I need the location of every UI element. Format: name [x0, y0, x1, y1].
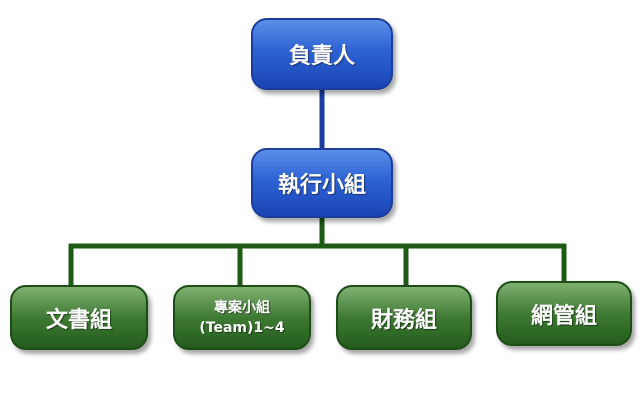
node-head-label: 負責人	[288, 44, 355, 69]
node-finance-team: 財務組	[336, 285, 472, 350]
node-network-team: 網管組	[496, 281, 632, 346]
node-finance-team-label: 財務組	[370, 307, 437, 333]
node-documents-team-label: 文書組	[45, 307, 112, 333]
node-network-team-label: 網管組	[530, 303, 597, 329]
node-exec-group: 執行小組	[251, 148, 393, 218]
node-project-team-label: 專案小組 (Team)1~4	[199, 299, 285, 336]
node-head: 負責人	[251, 18, 393, 90]
node-documents-team: 文書組	[10, 285, 148, 350]
node-exec-group-label: 執行小組	[277, 173, 366, 198]
node-project-team: 專案小組 (Team)1~4	[173, 285, 311, 350]
